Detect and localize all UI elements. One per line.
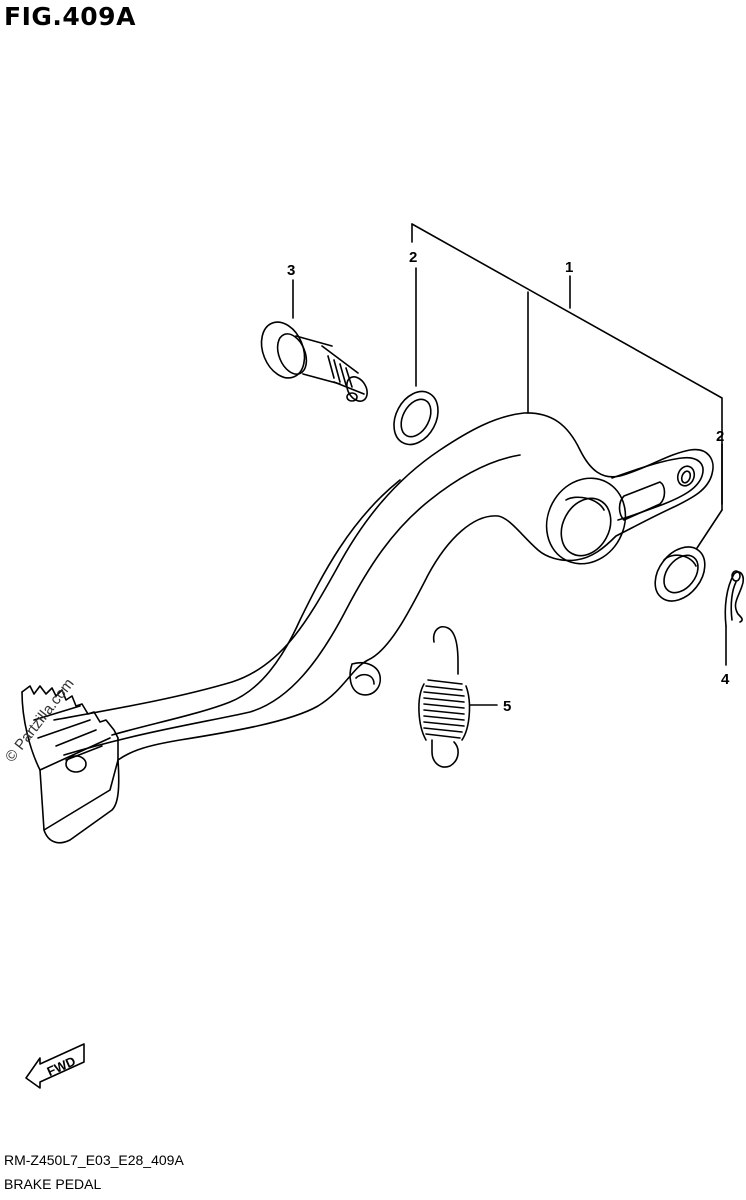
- fwd-label: FWD: [45, 1053, 78, 1079]
- cotter-pin: [724, 570, 745, 627]
- return-spring: [418, 626, 471, 768]
- seal-upper: [393, 390, 439, 446]
- callout-5: 5: [503, 698, 511, 715]
- seal-lower: [654, 546, 706, 602]
- brake-pedal: [21, 412, 714, 844]
- figure-name: BRAKE PEDAL: [4, 1176, 102, 1192]
- figure-code: RM-Z450L7_E03_E28_409A: [4, 1152, 184, 1168]
- callout-4: 4: [721, 671, 730, 688]
- figure-title: FIG.409A: [4, 2, 136, 31]
- leader-lines: [292, 223, 727, 706]
- fwd-arrow-icon: [25, 1043, 85, 1089]
- pivot-bolt: [260, 321, 368, 402]
- callout-1: 1: [565, 259, 573, 276]
- callout-2-lower: 2: [716, 428, 724, 445]
- callout-2-upper: 2: [409, 249, 417, 266]
- callout-3: 3: [287, 262, 295, 279]
